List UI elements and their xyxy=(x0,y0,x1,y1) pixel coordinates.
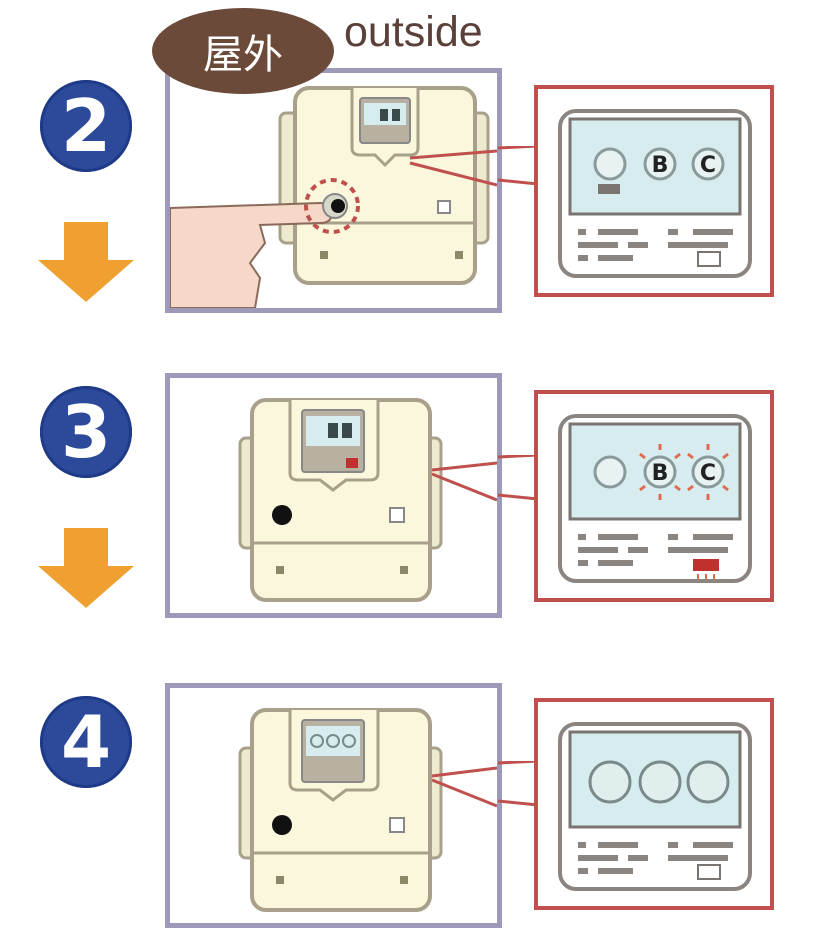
outdoor-unit-device xyxy=(278,86,490,285)
down-arrow-icon xyxy=(36,528,136,608)
step-number-2: 2 xyxy=(40,80,132,172)
step-2-display-closeup: B C xyxy=(534,85,774,297)
indicator-b: B xyxy=(652,153,669,178)
callout-connector xyxy=(498,761,538,806)
blink-rays-b xyxy=(639,444,681,500)
step-3-display-closeup: B C xyxy=(534,390,774,602)
step-2-illustration xyxy=(165,68,502,313)
blink-rays-c xyxy=(687,444,729,500)
location-label: outside xyxy=(344,8,483,56)
indicator-c: C xyxy=(700,153,716,178)
step-4-illustration xyxy=(165,683,502,928)
step-number-4: 4 xyxy=(40,696,132,788)
step-3-illustration xyxy=(165,373,502,618)
down-arrow-icon xyxy=(36,222,136,302)
location-badge: 屋外 xyxy=(152,8,334,94)
callout-connector xyxy=(498,146,538,186)
step-4-display-closeup xyxy=(534,698,774,910)
indicator-c: C xyxy=(700,461,716,486)
indicator-b: B xyxy=(652,461,669,486)
step-number-3: 3 xyxy=(40,386,132,478)
callout-connector xyxy=(498,455,538,500)
